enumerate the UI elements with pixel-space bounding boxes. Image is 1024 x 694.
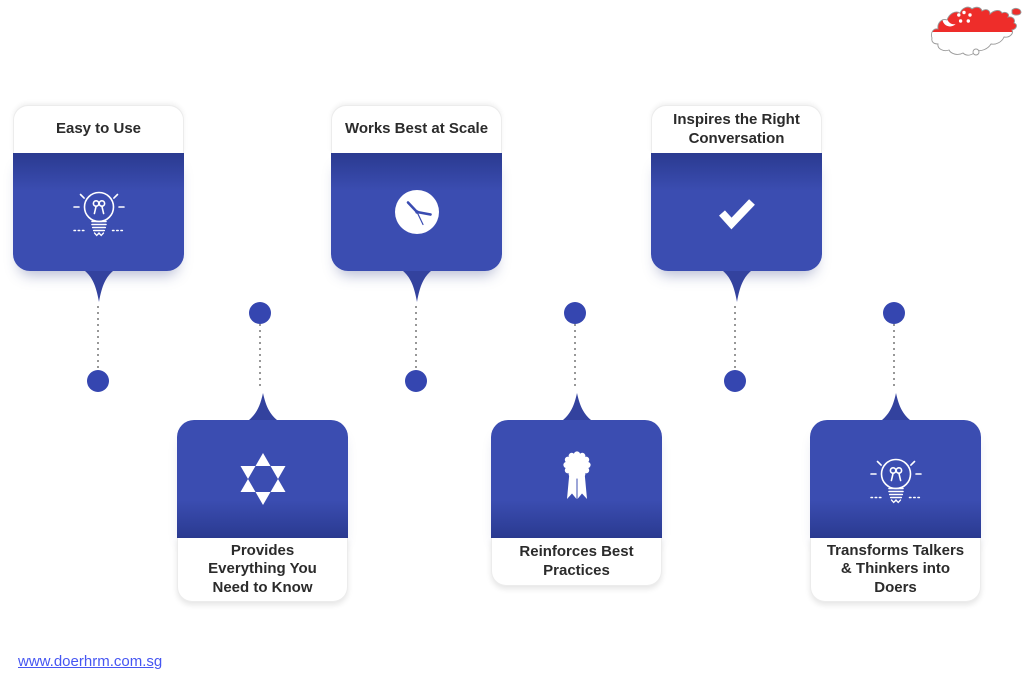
clock-icon [394, 190, 439, 234]
card-icon-panel [810, 420, 981, 538]
card-inspires-the-right-conversation: Inspires the Right Conversation [651, 105, 822, 303]
card-title: Works Best at Scale [331, 105, 502, 153]
website-link[interactable]: www.doerhrm.com.sg [18, 653, 163, 670]
card-icon-panel [491, 420, 662, 538]
card-title: Transforms Talkers & Thinkers into Doers [810, 538, 981, 602]
connector-dotted-line [734, 306, 736, 370]
card-icon-panel [331, 153, 502, 271]
card-pointer-down [84, 271, 113, 302]
card-icon-panel [13, 153, 184, 271]
card-pointer-up [562, 393, 591, 420]
card-pointer-down [722, 271, 751, 302]
card-transforms-talkers: Transforms Talkers & Thinkers into Doers [810, 392, 981, 602]
connector-below-card-1 [87, 306, 109, 392]
connector-dot [87, 370, 109, 392]
award-ribbon-icon [562, 451, 591, 499]
card-title: Provides Everything You Need to Know [177, 538, 348, 602]
connector-dotted-line [574, 324, 576, 388]
connector-dot [249, 302, 271, 324]
connector-below-card-2 [405, 306, 427, 392]
connector-dot [724, 370, 746, 392]
card-icon-panel [651, 153, 822, 271]
connector-above-card-5 [564, 302, 586, 388]
connector-dot [405, 370, 427, 392]
connector-above-card-4 [249, 302, 271, 388]
lightbulb-icon [72, 191, 125, 237]
singapore-map-flag-icon [931, 6, 1022, 56]
card-title: Inspires the Right Conversation [651, 105, 822, 153]
connector-dot [883, 302, 905, 324]
connector-dot [564, 302, 586, 324]
card-title: Reinforces Best Practices [491, 538, 662, 586]
connector-below-card-3 [724, 306, 746, 392]
connector-dotted-line [415, 306, 417, 370]
connector-dotted-line [893, 324, 895, 388]
card-works-best-at-scale: Works Best at Scale [331, 105, 502, 303]
card-icon-panel [177, 420, 348, 538]
card-reinforces-best-practices: Reinforces Best Practices [491, 392, 662, 586]
card-pointer-down [402, 271, 431, 302]
card-provides-everything: Provides Everything You Need to Know [177, 392, 348, 602]
card-pointer-up [248, 393, 277, 420]
connector-dotted-line [97, 306, 99, 370]
card-pointer-up [881, 393, 910, 420]
connector-dotted-line [259, 324, 261, 388]
connector-above-card-6 [883, 302, 905, 388]
card-title: Easy to Use [13, 105, 184, 153]
checkmark-icon [718, 199, 755, 230]
card-easy-to-use: Easy to Use [13, 105, 184, 303]
star-of-david-icon [240, 453, 285, 505]
lightbulb-icon [869, 458, 922, 504]
